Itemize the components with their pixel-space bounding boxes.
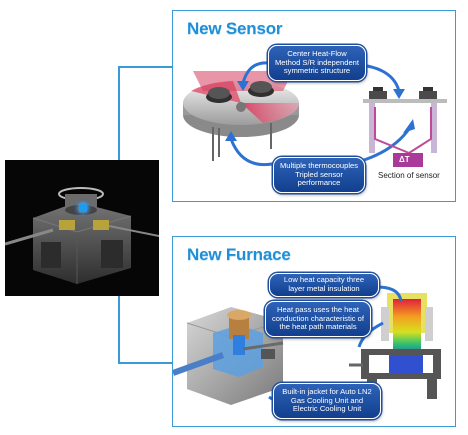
sensor-illustration <box>183 61 447 167</box>
callout-center-heat-flow: Center Heat-Flow Method S/R independent … <box>268 45 366 81</box>
furnace-illustration <box>173 285 441 412</box>
connector-line-to-sensor <box>118 66 172 68</box>
instrument-illustration <box>4 160 160 296</box>
instrument-photo <box>4 160 160 296</box>
callout-low-heat-capacity: Low heat capacity three layer metal insu… <box>269 273 379 297</box>
sensor-panel: New Sensor <box>172 10 456 202</box>
furnace-section-diagram <box>349 293 441 399</box>
section-caption: Section of sensor <box>378 171 440 180</box>
sensor-panel-title: New Sensor <box>187 19 283 38</box>
furnace-panel: New Furnace <box>172 236 456 427</box>
sensor-section-diagram <box>363 87 447 167</box>
delta-t-label: ΔT <box>399 155 410 164</box>
arrow-heads <box>225 81 415 141</box>
furnace-panel-title: New Furnace <box>187 245 291 264</box>
callout-heat-pass: Heat pass uses the heat conduction chara… <box>265 301 371 337</box>
connector-line-to-furnace <box>118 362 172 364</box>
flow-arrows <box>229 61 411 166</box>
sensor-disk <box>183 71 299 161</box>
callout-thermocouples: Multiple thermocouples Tripled sensor pe… <box>273 157 365 193</box>
callout-cooling-jacket: Built-in jacket for Auto LN2 Gas Cooling… <box>273 383 381 419</box>
